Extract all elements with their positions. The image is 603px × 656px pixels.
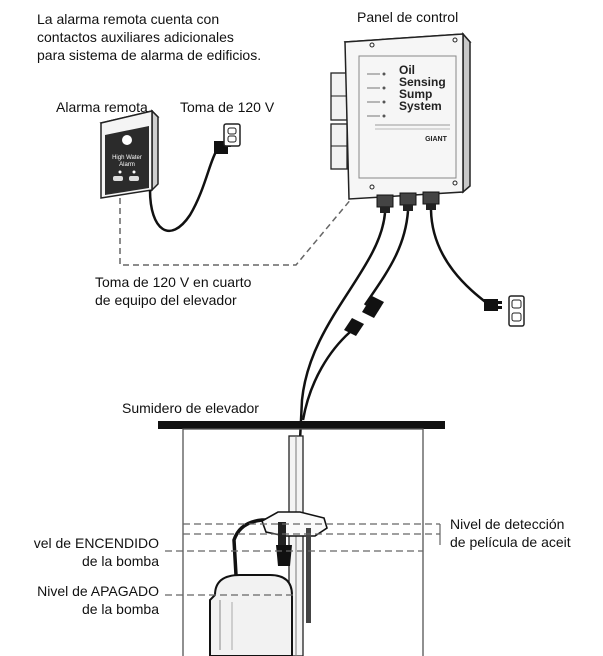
power-plug xyxy=(484,299,502,311)
sump-label: Sumidero de elevador xyxy=(122,400,259,416)
pump-off-label-line2: de la bomba xyxy=(81,601,159,617)
note-line-3: para sistema de alarma de edificios. xyxy=(37,47,262,63)
cable-pump xyxy=(363,210,410,306)
remote-alarm-box: High Water Alarm xyxy=(99,109,160,199)
panel-title-line4: System xyxy=(399,99,442,113)
oil-detect-label-line1: Nivel de detección xyxy=(450,516,565,532)
elevator-outlet-label-line2: de equipo del elevador xyxy=(95,292,237,308)
elevator-outlet-label-line1: Toma de 120 V en cuarto xyxy=(95,274,252,290)
sump-pit-walls xyxy=(182,428,424,656)
pump-on-label-line1: vel de ENCENDIDO xyxy=(33,535,159,551)
pump-plug-connector xyxy=(344,296,384,336)
sump-pump xyxy=(209,518,293,656)
cable-sensor xyxy=(298,212,387,441)
outlet-top-icon xyxy=(223,123,241,147)
alarm-label-line1: High Water xyxy=(112,155,142,161)
control-panel-label: Panel de control xyxy=(357,9,459,25)
cable-pump-lower xyxy=(301,331,351,421)
cable-glands xyxy=(376,191,440,213)
remote-alarm-label: Alarma remota xyxy=(56,99,148,115)
oil-detect-label-line2: de película de aceit xyxy=(450,534,571,550)
control-panel-box: Oil Sensing Sump System GIANT xyxy=(330,32,472,200)
alarm-power-cord xyxy=(148,149,219,233)
note-line-1: La alarma remota cuenta con xyxy=(37,11,220,27)
outlet-120v-label: Toma de 120 V xyxy=(180,99,275,115)
panel-title-line3: Sump xyxy=(399,87,432,101)
oil-sensor-head xyxy=(261,511,328,623)
pump-on-label-line2: de la bomba xyxy=(81,553,159,569)
outlet-right-icon xyxy=(508,295,525,327)
sump-cover-slab xyxy=(158,421,445,429)
alarm-label-line2: Alarm xyxy=(119,162,135,168)
note-line-2: contactos auxiliares adicionales xyxy=(37,29,234,45)
pump-off-label-line1: Nivel de APAGADO xyxy=(37,583,159,599)
cable-power xyxy=(429,209,489,305)
aux-contact-dashed-line xyxy=(119,197,353,266)
panel-title-line1: Oil xyxy=(399,63,415,77)
panel-brand-logo: GIANT xyxy=(425,136,448,143)
panel-title-line2: Sensing xyxy=(399,75,446,89)
